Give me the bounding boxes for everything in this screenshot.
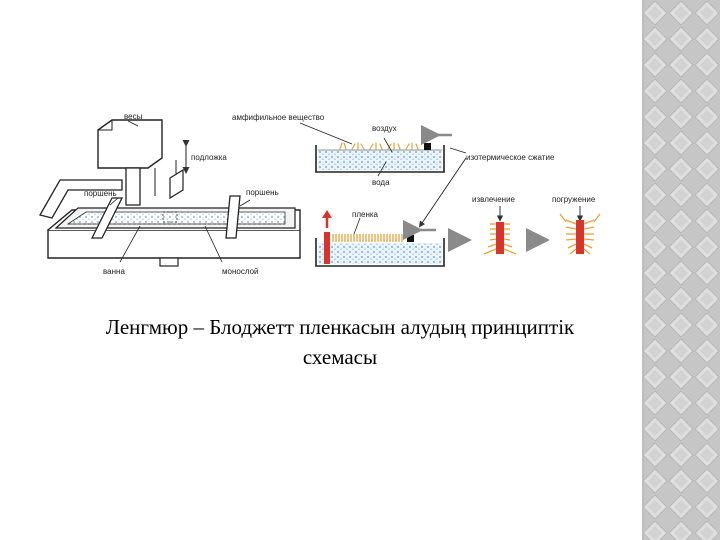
label-air: воздух (372, 124, 397, 133)
decorative-pattern-band (642, 0, 720, 540)
figure-caption: Ленгмюр – Блоджетт пленкасын алудың прин… (20, 312, 660, 372)
label-amphiphile: амфифильное вещество (232, 113, 325, 122)
upper-trough: амфифильное вещество воздух вода (232, 113, 452, 187)
immersion-step: погружение (552, 195, 601, 255)
extraction-step: извлечение (472, 195, 550, 255)
caption-line-1: Ленгмюр – Блоджетт пленкасын алудың прин… (105, 315, 575, 339)
label-film: пленка (352, 210, 379, 219)
label-piston-left: поршень (84, 189, 117, 198)
trough-apparatus: весы подложка поршень поршень ванна моно… (39, 112, 301, 276)
label-scales: весы (124, 112, 143, 121)
label-substrate: подложка (191, 153, 227, 162)
label-bath: ванна (103, 267, 125, 276)
langmuir-blodgett-diagram: весы подложка поршень поршень ванна моно… (39, 112, 601, 276)
isothermal-compression: изотермическое сжатие (418, 147, 555, 228)
label-isothermal: изотермическое сжатие (466, 153, 555, 162)
label-piston-right: поршень (246, 188, 279, 197)
label-monolayer: монослой (222, 267, 259, 276)
label-extraction: извлечение (472, 195, 516, 204)
caption-line-2: схемасы (302, 345, 378, 369)
lower-trough: пленка (315, 210, 472, 267)
label-water: вода (372, 178, 390, 187)
label-immersion: погружение (552, 195, 596, 204)
